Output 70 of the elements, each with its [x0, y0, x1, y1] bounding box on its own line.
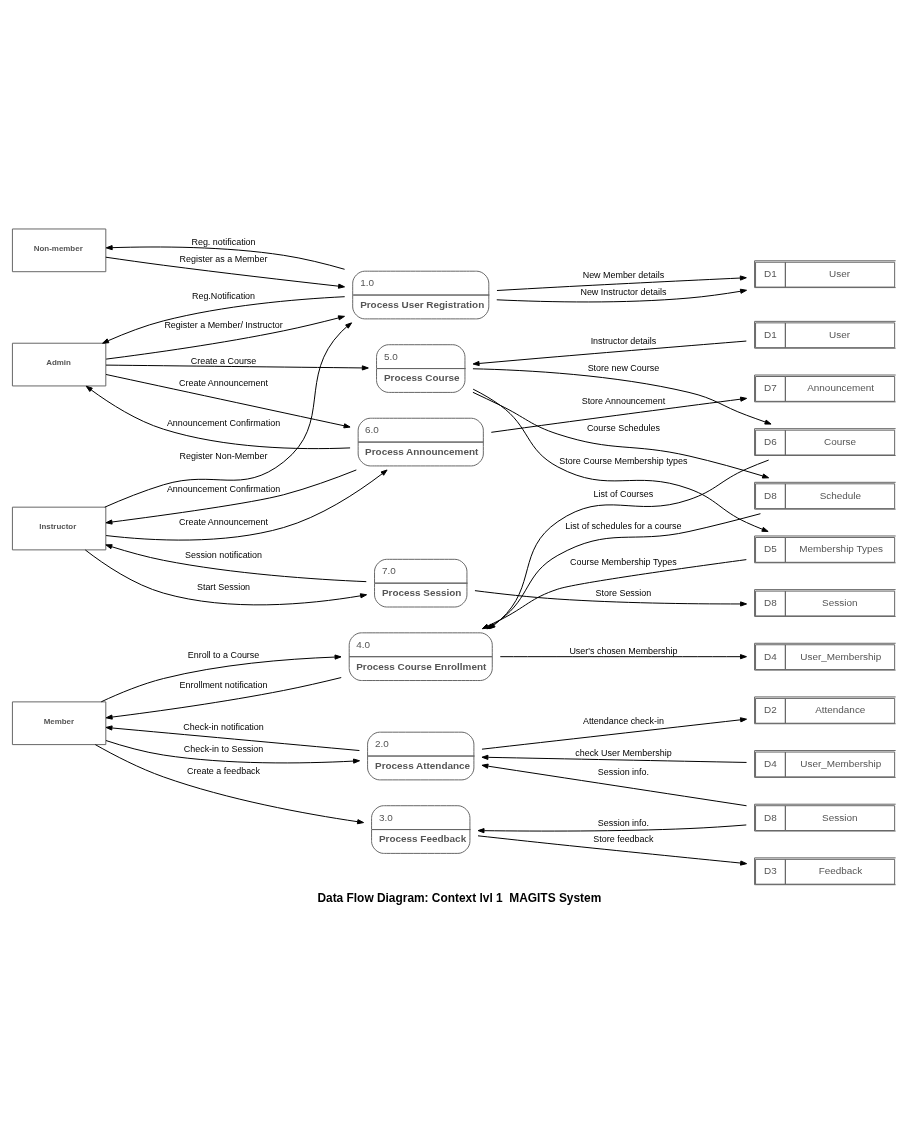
edge-label: Attendance check-in [582, 715, 664, 726]
edge-label: Store new Course [587, 362, 660, 373]
arrow [496, 288, 748, 302]
edge-label: Announcement Confirmation [166, 483, 281, 494]
arrow [105, 543, 367, 582]
edge-label: Session info. [597, 817, 650, 828]
arrow [105, 724, 360, 751]
edge-label: Check-in to Session [183, 743, 264, 754]
edge-label: Create a feedback [187, 765, 261, 776]
arrow [105, 469, 388, 541]
edge-label: Register Non-Member [179, 450, 268, 461]
arrow [105, 256, 346, 289]
edge-label: Create a Course [190, 355, 257, 366]
arrow [481, 763, 748, 806]
arrow [105, 739, 361, 764]
arrow [84, 548, 368, 605]
node-box: Admin [11, 342, 107, 386]
arrow [105, 373, 351, 428]
arrow [472, 340, 747, 366]
edge-label: Session info. [597, 766, 650, 777]
edge-label: Store feedback [593, 833, 654, 844]
edge-label: Session notification [185, 549, 263, 560]
edge-label: Create Announcement [179, 516, 269, 527]
arrow [474, 589, 748, 607]
arrow [472, 391, 770, 479]
arrow [104, 321, 353, 508]
arrow [105, 364, 369, 370]
node-box: Instructor [11, 506, 107, 550]
diagram-title: Data Flow Diagram: Context lvl 1 MAGITS System [317, 890, 602, 905]
edge-label: Create Announcement [179, 377, 269, 388]
arrow [105, 676, 342, 720]
arrow [481, 716, 748, 750]
edge-label: Enroll to a Course [187, 649, 260, 660]
arrow [472, 367, 772, 425]
edge-label: User's chosen Membership [569, 645, 678, 656]
node-box: Non-member [11, 227, 107, 272]
node-box: Member [11, 700, 107, 745]
arrow [105, 314, 345, 360]
edge-label: Reg. notification [191, 236, 256, 247]
arrow [496, 274, 747, 291]
edge-label: Course Membership Types [570, 556, 677, 567]
arrow [490, 396, 748, 433]
edge-label: Register a Member/ Instructor [164, 319, 283, 330]
arrow [102, 295, 346, 344]
edge-label: New Member details [582, 269, 665, 280]
arrow [100, 654, 342, 702]
edge-label: Store Session [595, 587, 652, 598]
edge-label: List of schedules for a course [565, 520, 682, 531]
arrow [499, 653, 747, 659]
edge-label: New Instructor details [580, 286, 667, 297]
arrow [105, 244, 346, 270]
edge-label: Register as a Member [179, 253, 268, 264]
edge-label: Enrollment notification [179, 679, 268, 690]
edge-label: check User Membership [575, 747, 672, 758]
edge-label: Start Session [196, 581, 251, 592]
edge-label: Store Course Membership types [559, 455, 688, 466]
arrow [85, 385, 351, 449]
arrow [477, 834, 748, 866]
arrow [94, 743, 365, 824]
arrow [472, 388, 769, 532]
arrow [105, 468, 357, 525]
arrow [481, 754, 748, 763]
arrow [477, 823, 747, 833]
edge-label: Announcement Confirmation [166, 417, 281, 428]
edge-label: Reg.Notification [191, 290, 256, 301]
edge-label: Course Schedules [586, 422, 660, 433]
edge-label: List of Courses [593, 488, 654, 499]
edge-label: Check-in notification [183, 721, 264, 732]
edge-label: Instructor details [590, 335, 657, 346]
edge-label: Store Announcement [581, 395, 666, 406]
